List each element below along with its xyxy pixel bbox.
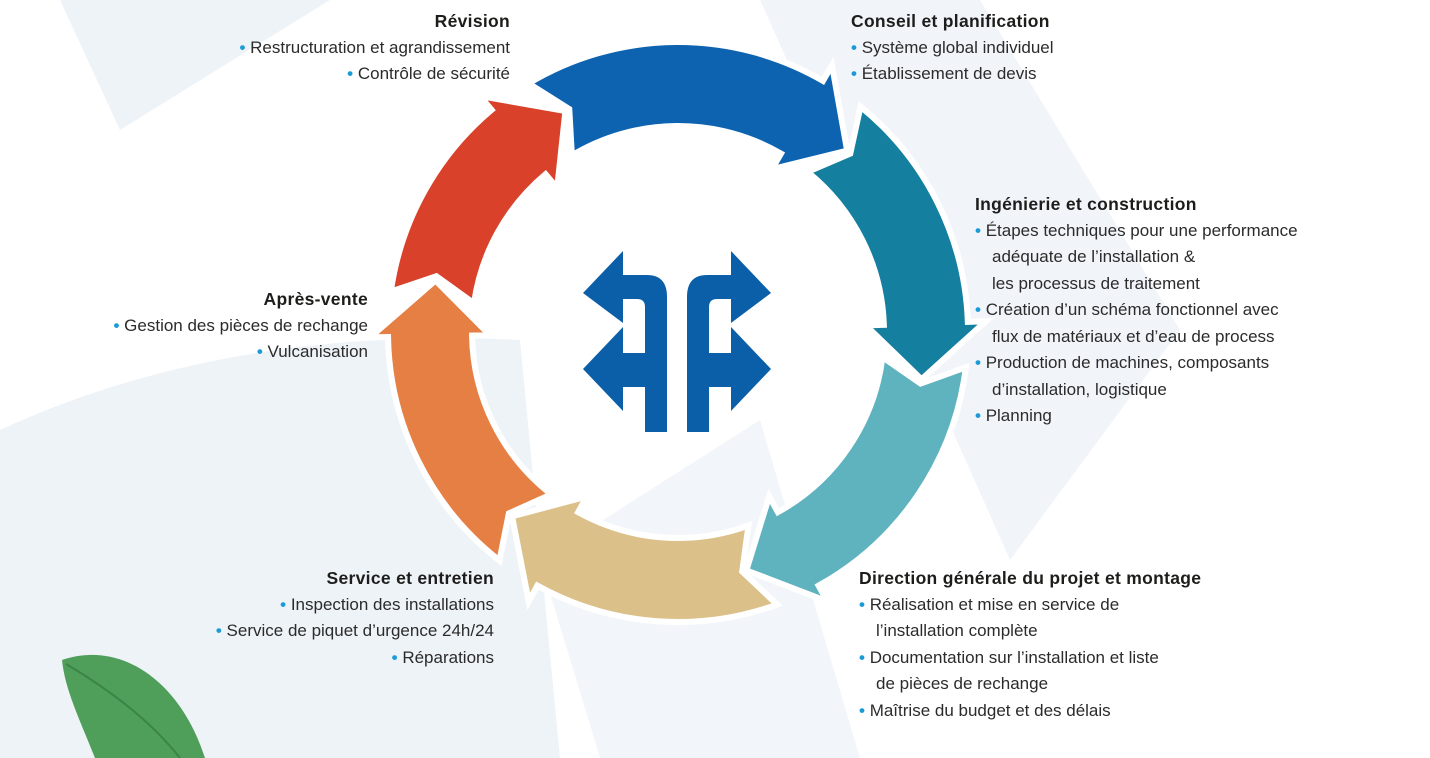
list-item: • Production de machines, composants xyxy=(975,353,1270,372)
list-item-continuation: flux de matériaux et d’eau de process xyxy=(992,326,1275,346)
list-item: • Système global individuel xyxy=(851,37,1054,57)
list-item: • Création d’un schéma fonctionnel avec xyxy=(975,300,1279,319)
arrow-ingenierie xyxy=(801,101,994,384)
arrow-direction xyxy=(742,351,970,608)
section-title: Ingénierie et construction xyxy=(975,194,1197,214)
section-service: Service et entretien • Inspection des in… xyxy=(216,565,494,671)
section-title: Conseil et planification xyxy=(851,11,1050,31)
background-swoosh-top xyxy=(60,0,330,130)
list-item: • Inspection des installations xyxy=(280,594,494,614)
section-direction: Direction générale du projet et montage … xyxy=(859,565,1201,724)
section-ingenierie: Ingénierie et construction • Étapes tech… xyxy=(975,191,1298,430)
list-item: • Réalisation et mise en service de xyxy=(859,594,1120,614)
list-item: • Gestion des pièces de rechange xyxy=(113,315,368,335)
section-conseil: Conseil et planification • Système globa… xyxy=(851,8,1054,88)
list-item-continuation: d’installation, logistique xyxy=(992,379,1167,399)
list-item: • Vulcanisation xyxy=(256,342,368,361)
list-item: • Établissement de devis xyxy=(851,64,1037,83)
leaf-decoration xyxy=(62,654,205,758)
list-item-continuation: de pièces de rechange xyxy=(876,674,1049,693)
list-item-continuation: l’installation complète xyxy=(876,621,1038,640)
list-item: • Étapes techniques pour une performance xyxy=(975,220,1298,240)
list-item-continuation: les processus de traitement xyxy=(992,273,1200,293)
arrow-service xyxy=(508,491,783,625)
list-item: • Contrôle de sécurité xyxy=(347,64,510,83)
list-item: • Restructuration et agrandissement xyxy=(239,37,510,57)
list-item: • Documentation sur l’installation et li… xyxy=(859,647,1159,667)
arrow-conseil xyxy=(522,39,851,174)
list-item: • Réparations xyxy=(391,647,494,667)
list-item: • Service de piquet d’urgence 24h/24 xyxy=(215,621,494,640)
arrow-revision xyxy=(387,91,569,309)
section-title: Révision xyxy=(434,11,510,31)
logo-right-glyph xyxy=(687,251,771,432)
section-apres-vente: Après-vente • Gestion des pièces de rech… xyxy=(113,286,368,366)
leaf-vein xyxy=(65,663,181,758)
list-item: • Planning xyxy=(975,406,1052,425)
af-logo-icon xyxy=(583,251,771,432)
list-item: • Maîtrise du budget et des délais xyxy=(859,700,1111,720)
section-revision: Révision • Restructuration et agrandisse… xyxy=(239,8,510,88)
list-item-continuation: adéquate de l’installation & xyxy=(992,247,1196,266)
section-title: Direction générale du projet et montage xyxy=(859,568,1202,588)
logo-left-glyph xyxy=(583,251,667,432)
cycle-arrows xyxy=(361,39,994,625)
section-title: Service et entretien xyxy=(326,568,494,588)
arrow-apres-vente xyxy=(361,276,557,566)
section-title: Après-vente xyxy=(263,289,368,309)
